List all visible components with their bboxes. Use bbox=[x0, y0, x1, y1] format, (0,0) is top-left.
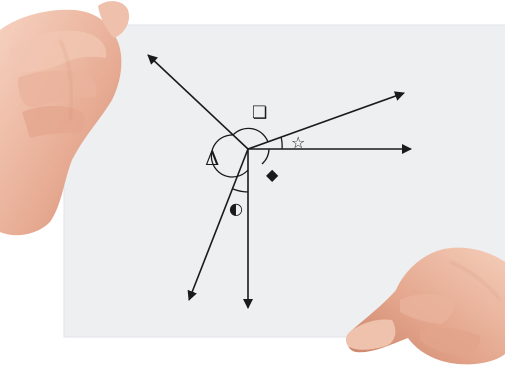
arc-top bbox=[232, 127, 269, 143]
circle-marker: ◐ bbox=[229, 199, 243, 218]
star-marker: ☆ bbox=[291, 133, 305, 152]
angle-markers: ❏ ☆ Δ ◆ ◐ bbox=[205, 103, 305, 218]
ray-upper-right bbox=[247, 91, 405, 150]
diamond-marker: ◆ bbox=[266, 165, 279, 184]
angle-arcs bbox=[210, 127, 283, 193]
left-hand-image bbox=[0, 1, 130, 236]
arc-circle bbox=[232, 188, 249, 193]
delta-marker: Δ bbox=[205, 146, 219, 170]
square-marker: ❏ bbox=[252, 103, 267, 123]
ray-upper-left bbox=[147, 54, 249, 150]
arc-star bbox=[280, 136, 283, 150]
arc-reflex-left bbox=[210, 134, 249, 178]
ray-lower-left bbox=[187, 148, 249, 301]
arc-diamond bbox=[261, 148, 270, 165]
rays bbox=[147, 54, 412, 309]
right-hand-image bbox=[345, 247, 505, 365]
